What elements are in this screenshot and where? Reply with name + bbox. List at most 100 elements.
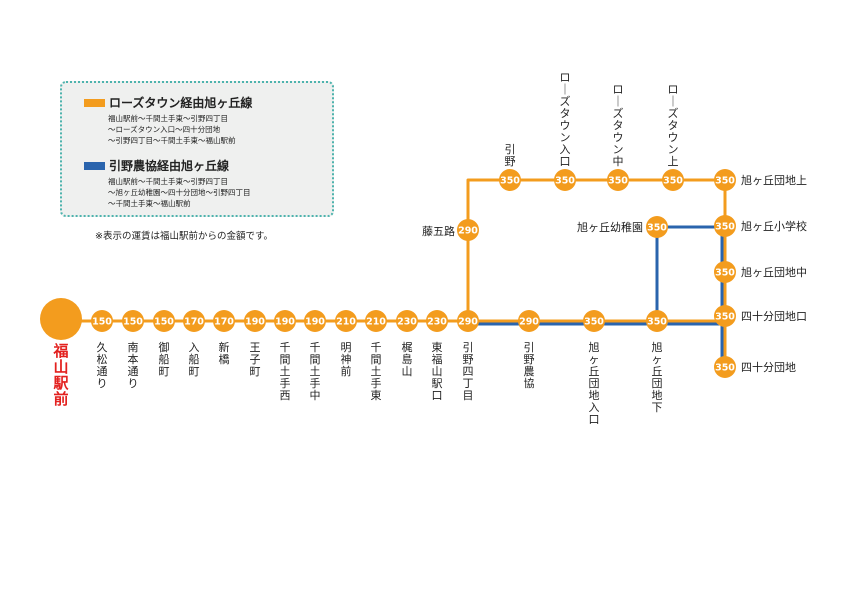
right-stop-1: 350 (714, 169, 736, 191)
main-stop-14-circle (518, 310, 540, 332)
route-stops: 150 150 150 170 170 190 190 190 210 210 230 230 290 2… (40, 169, 736, 378)
right-stop-label-3: 旭ヶ丘団地中 (741, 265, 807, 279)
stop-labels: 福山駅前久松通り南本通り御船町入船町新橋王子町千間土手西千間土手中明神前千間土手… (52, 71, 807, 426)
upper-stop-5: 350 (662, 169, 684, 191)
main-stop-6-fare: 190 (245, 317, 265, 328)
right-stop-3-circle (714, 261, 736, 283)
blue-loop-line (655, 225, 724, 368)
upper-stop-1-fare: 290 (458, 226, 478, 237)
main-stop-13-fare: 290 (458, 317, 478, 328)
legend-rose-header: ローズタウン経由旭ヶ丘線 (84, 94, 252, 111)
upper-stop-label-3: ロ｜ズタウン入口 (560, 71, 571, 168)
main-stop-label-11: 梶島山 (402, 340, 413, 378)
main-stop-12-circle (426, 310, 448, 332)
main-stop-7-circle (274, 310, 296, 332)
kindergarten-stop-circle (646, 216, 668, 238)
main-stop-15: 350 (583, 310, 605, 332)
upper-stop-3-circle (554, 169, 576, 191)
main-stop-10-fare: 210 (366, 317, 386, 328)
orange-loop-line (466, 178, 727, 368)
right-stop-label-4: 四十分団地口 (741, 309, 807, 323)
kindergarten-stop-fare: 350 (647, 223, 667, 234)
main-stop-2-fare: 150 (123, 317, 143, 328)
main-stop-9: 210 (335, 310, 357, 332)
main-stop-label-3: 御船町 (159, 340, 170, 378)
upper-stop-4-fare: 350 (608, 176, 628, 187)
upper-stop-4-circle (607, 169, 629, 191)
main-stop-9-circle (335, 310, 357, 332)
right-stop-2-fare: 350 (715, 222, 735, 233)
origin-circle (40, 298, 82, 340)
right-stop-4: 350 (714, 305, 736, 327)
main-stop-label-8: 千間土手中 (310, 341, 321, 402)
upper-stop-2-circle (499, 169, 521, 191)
main-stop-label-13: 引野四丁目 (463, 340, 474, 402)
main-stop-4-fare: 170 (184, 317, 204, 328)
main-stop-4-circle (183, 310, 205, 332)
fare-note: ※表示の運賃は福山駅前からの金額です。 (95, 231, 274, 242)
upper-stop-3: 350 (554, 169, 576, 191)
legend-hikino-description: 福山駅前〜千間土手東〜引野四丁目 〜旭ヶ丘幼稚園〜四十分団地〜引野四丁目 〜千間… (108, 177, 251, 208)
main-stop-3-fare: 150 (154, 317, 174, 328)
main-stop-12-fare: 230 (427, 317, 447, 328)
main-stop-5-circle (213, 310, 235, 332)
right-stop-3-fare: 350 (715, 268, 735, 279)
legend-hikino-title: 引野農協経由旭ヶ丘線 (109, 159, 230, 173)
right-stop-5-fare: 350 (715, 363, 735, 374)
main-stop-12: 230 (426, 310, 448, 332)
right-stop-4-fare: 350 (715, 312, 735, 323)
main-stop-7-fare: 190 (275, 317, 295, 328)
upper-stop-1: 290 (457, 219, 479, 241)
legend-rose-swatch (84, 98, 105, 107)
legend-rose-description: 福山駅前〜千間土手東〜引野四丁目 〜ローズタウン入口〜四十分団地 〜引野四丁目〜… (108, 114, 236, 145)
main-stop-label-15: 旭ヶ丘団地入口 (589, 340, 600, 426)
main-stop-8: 190 (304, 310, 326, 332)
main-stop-10: 210 (365, 310, 387, 332)
main-stop-3-circle (153, 310, 175, 332)
upper-stop-label-2: 引野 (505, 142, 516, 168)
right-stop-label-5: 四十分団地 (741, 360, 796, 374)
main-stop-2-circle (122, 310, 144, 332)
main-stop-11-circle (396, 310, 418, 332)
main-stop-13: 290 (457, 310, 479, 332)
main-stop-label-10: 千間土手東 (371, 341, 382, 402)
main-stop-5-fare: 170 (214, 317, 234, 328)
right-stop-1-circle (714, 169, 736, 191)
right-stop-2: 350 (714, 215, 736, 237)
main-stop-label-5: 新橋 (219, 340, 230, 366)
kindergarten-stop: 350 (646, 216, 668, 238)
main-stop-8-fare: 190 (305, 317, 325, 328)
right-stop-2-circle (714, 215, 736, 237)
main-stop-13-circle (457, 310, 479, 332)
legend-hikino-swatch (84, 161, 105, 170)
main-stop-1-fare: 150 (92, 317, 112, 328)
main-stop-label-12: 東福山駅口 (432, 341, 443, 402)
main-stop-14: 290 (518, 310, 540, 332)
main-stop-5: 170 (213, 310, 235, 332)
main-stop-1-circle (91, 310, 113, 332)
upper-stop-1-circle (457, 219, 479, 241)
main-stop-label-2: 南本通り (128, 341, 139, 390)
main-stop-label-1: 久松通り (97, 341, 108, 390)
right-stop-label-1: 旭ヶ丘団地上 (741, 173, 807, 187)
main-stop-6-circle (244, 310, 266, 332)
right-stop-5-circle (714, 356, 736, 378)
main-stop-8-circle (304, 310, 326, 332)
main-stop-10-circle (365, 310, 387, 332)
main-stop-4: 170 (183, 310, 205, 332)
legend-rose-title: ローズタウン経由旭ヶ丘線 (109, 96, 253, 110)
main-stop-11-fare: 230 (397, 317, 417, 328)
main-stop-9-fare: 210 (336, 317, 356, 328)
main-stop-label-7: 千間土手西 (280, 341, 291, 402)
main-stop-label-16: 旭ヶ丘団地下 (652, 340, 663, 414)
main-stop-label-6: 王子町 (250, 341, 261, 378)
right-stop-3: 350 (714, 261, 736, 283)
upper-stop-3-fare: 350 (555, 176, 575, 187)
upper-stop-2: 350 (499, 169, 521, 191)
upper-stop-4: 350 (607, 169, 629, 191)
main-stop-16-circle (646, 310, 668, 332)
main-stop-14-fare: 290 (519, 317, 539, 328)
right-stop-1-fare: 350 (715, 176, 735, 187)
main-stop-label-4: 入船町 (189, 341, 200, 378)
